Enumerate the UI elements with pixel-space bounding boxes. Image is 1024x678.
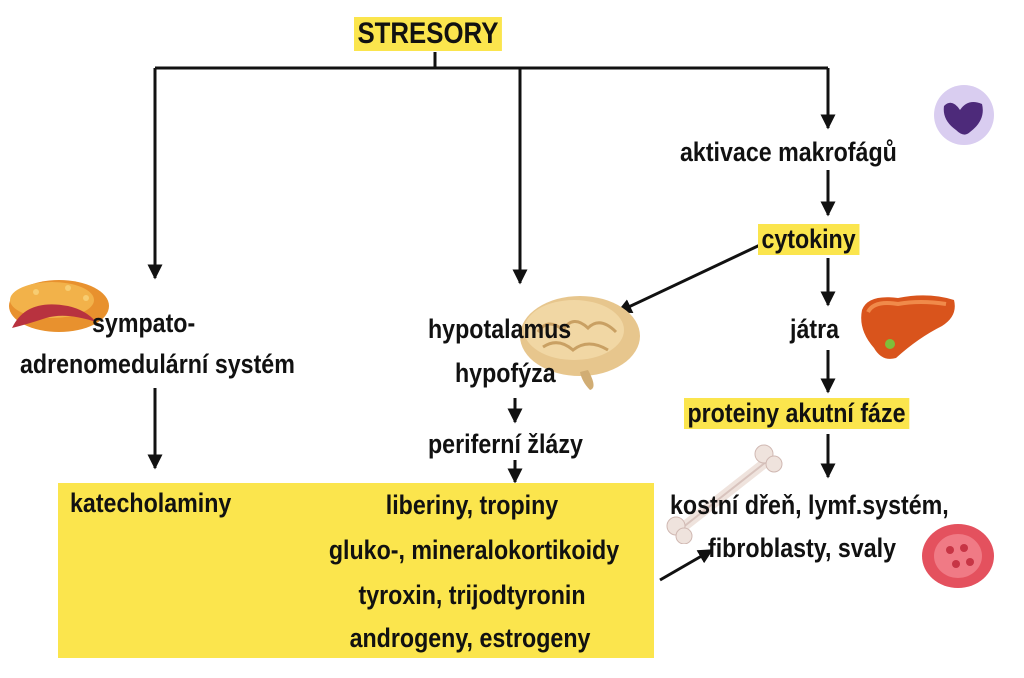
node-cytokiny: cytokiny (758, 224, 860, 255)
box-line: androgeny, estrogeny (349, 623, 591, 653)
node-proteiny: proteiny akutní fáze (684, 398, 909, 429)
node-sympato-line2: adrenomedulární systém (20, 349, 295, 379)
hormone-box (58, 483, 654, 658)
box-line: tyroxin, trijodtyronin (358, 580, 586, 610)
arrow-cytokiny-to-brain (616, 243, 761, 314)
node-aktivace-makrofagu: aktivace makrofágů (680, 137, 897, 167)
liver-icon (861, 295, 955, 359)
arrow-box-to-targets (659, 548, 714, 582)
brain-icon (520, 296, 640, 390)
node-fibroblasty: fibroblasty, svaly (708, 533, 896, 563)
macrophage-icon (934, 85, 994, 145)
muscle-icon (922, 524, 994, 588)
node-hypofyza: hypofýza (455, 358, 556, 388)
node-sympato-line1: sympato- (92, 308, 196, 338)
adrenal-gland-icon (9, 280, 109, 332)
node-jatra: játra (790, 314, 840, 344)
box-katecholaminy: katecholaminy (70, 488, 232, 518)
box-line: gluko-, mineralokortikoidy (328, 535, 620, 565)
box-line: liberiny, tropiny (385, 490, 559, 520)
bone-icon (666, 444, 783, 544)
node-kostni-dren: kostní dřeň, lymf.systém, (670, 490, 949, 520)
node-periferni-zlazy: periferní žlázy (428, 429, 583, 459)
title-stresory: STRESORY (354, 17, 502, 51)
node-hypotalamus: hypotalamus (428, 314, 572, 344)
